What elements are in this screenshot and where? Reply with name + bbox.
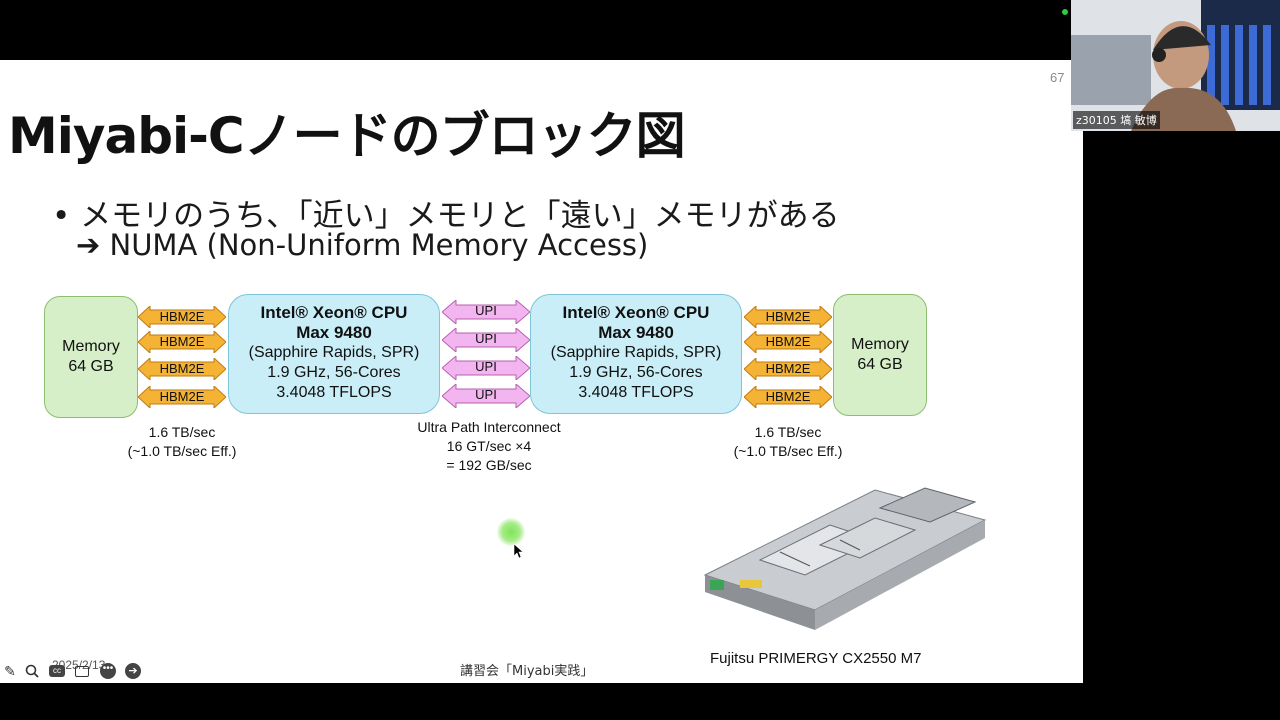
cpu-left-box: Intel® Xeon® CPU Max 9480 (Sapphire Rapi…: [228, 294, 440, 414]
captions-icon[interactable]: cc: [47, 661, 67, 681]
recording-indicator: [1062, 9, 1068, 15]
cpu-left-name: Intel® Xeon® CPU: [260, 303, 408, 322]
next-slide-icon[interactable]: ➔: [123, 661, 143, 681]
cpu-left-codename: (Sapphire Rapids, SPR): [248, 344, 420, 361]
upi-note: Ultra Path Interconnect 16 GT/sec ×4 = 1…: [389, 418, 589, 475]
page-number: 67: [1050, 70, 1065, 85]
server-caption: Fujitsu PRIMERGY CX2550 M7: [710, 650, 922, 667]
hbm-arrow-left-3: HBM2E: [138, 358, 226, 380]
screen-icon[interactable]: [72, 661, 92, 681]
cpu-right-flops: 3.4048 TFLOPS: [578, 384, 694, 401]
memory-right-size: 64 GB: [857, 356, 903, 373]
mouse-cursor-icon: [513, 543, 524, 563]
upi-note-rate: 16 GT/sec ×4: [446, 438, 532, 454]
hbm-label: HBM2E: [159, 389, 205, 404]
memory-left-box: Memory 64 GB: [44, 296, 138, 418]
memory-left-size: 64 GB: [68, 358, 114, 375]
hbm-arrow-left-1: HBM2E: [138, 306, 226, 328]
laser-pointer-icon: [497, 518, 525, 546]
hbm-label: HBM2E: [159, 334, 205, 349]
participant-name: z30105 塙 敏博: [1073, 111, 1160, 129]
hbm-label: HBM2E: [159, 309, 205, 324]
cpu-right-model: Max 9480: [598, 323, 674, 342]
more-options-icon[interactable]: •••: [98, 661, 118, 681]
hbm-arrow-left-2: HBM2E: [138, 331, 226, 353]
bandwidth-right-note: 1.6 TB/sec (~1.0 TB/sec Eff.): [708, 423, 868, 461]
slide-title: Miyabi-Cノードのブロック図: [8, 107, 686, 165]
cpu-right-codename: (Sapphire Rapids, SPR): [550, 344, 722, 361]
slide-date: 2025/2/13: [52, 658, 106, 672]
upi-arrow-1: UPI: [442, 300, 530, 324]
hbm-arrow-left-4: HBM2E: [138, 386, 226, 408]
memory-left-label: Memory: [62, 338, 120, 355]
upi-label: UPI: [475, 331, 497, 346]
cpu-left-flops: 3.4048 TFLOPS: [276, 384, 392, 401]
upi-label: UPI: [475, 359, 497, 374]
upi-arrow-4: UPI: [442, 384, 530, 408]
cpu-left-model: Max 9480: [296, 323, 372, 342]
bandwidth-right-peak: 1.6 TB/sec: [754, 424, 822, 440]
upi-label: UPI: [475, 387, 497, 402]
bandwidth-right-effective: (~1.0 TB/sec Eff.): [733, 443, 843, 459]
cpu-right-name: Intel® Xeon® CPU: [562, 303, 710, 322]
upi-note-total: = 192 GB/sec: [446, 457, 532, 473]
upi-arrow-2: UPI: [442, 328, 530, 352]
upi-note-name: Ultra Path Interconnect: [417, 419, 561, 435]
participant-video[interactable]: z30105 塙 敏博: [1071, 0, 1280, 131]
hbm-arrow-right-4: HBM2E: [744, 386, 832, 408]
upi-label: UPI: [475, 303, 497, 318]
hbm-arrow-right-2: HBM2E: [744, 331, 832, 353]
memory-right-box: Memory 64 GB: [833, 294, 927, 416]
slide-footer: 講習会「Miyabi実践」: [460, 664, 594, 679]
zoom-icon[interactable]: [22, 661, 42, 681]
bandwidth-left-note: 1.6 TB/sec (~1.0 TB/sec Eff.): [102, 423, 262, 461]
memory-right-label: Memory: [851, 336, 909, 353]
upi-arrow-3: UPI: [442, 356, 530, 380]
hbm-label: HBM2E: [765, 334, 811, 349]
hbm-arrow-right-3: HBM2E: [744, 358, 832, 380]
cpu-right-spec: 1.9 GHz, 56-Cores: [569, 364, 703, 381]
pen-icon[interactable]: ✎: [4, 662, 16, 679]
server-image: [700, 480, 990, 650]
bullet-subtext: ➔ NUMA (Non-Uniform Memory Access): [76, 228, 649, 262]
cpu-right-box: Intel® Xeon® CPU Max 9480 (Sapphire Rapi…: [530, 294, 742, 414]
bandwidth-left-effective: (~1.0 TB/sec Eff.): [127, 443, 237, 459]
hbm-arrow-right-1: HBM2E: [744, 306, 832, 328]
cpu-left-spec: 1.9 GHz, 56-Cores: [267, 364, 401, 381]
hbm-label: HBM2E: [765, 361, 811, 376]
hbm-label: HBM2E: [765, 309, 811, 324]
bandwidth-left-peak: 1.6 TB/sec: [148, 424, 216, 440]
slide: 67 Miyabi-Cノードのブロック図 • メモリのうち、「近い」メモリと「遠…: [0, 60, 1083, 683]
hbm-label: HBM2E: [765, 389, 811, 404]
bullet-text: • メモリのうち、「近い」メモリと「遠い」メモリがある: [52, 198, 840, 234]
hbm-label: HBM2E: [159, 361, 205, 376]
